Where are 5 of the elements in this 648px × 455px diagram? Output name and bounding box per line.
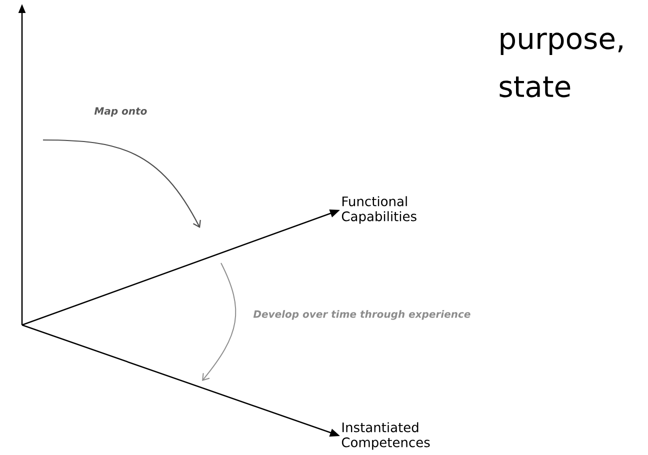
- big-text: purpose, state: [500, 32, 622, 98]
- axis-label: Functional Capabilities: [342, 196, 416, 224]
- annotation-text: Develop over time through experience: [253, 310, 470, 320]
- axis-label: Instantiated Competences: [342, 422, 430, 450]
- annotation-text: Map onto: [94, 107, 147, 117]
